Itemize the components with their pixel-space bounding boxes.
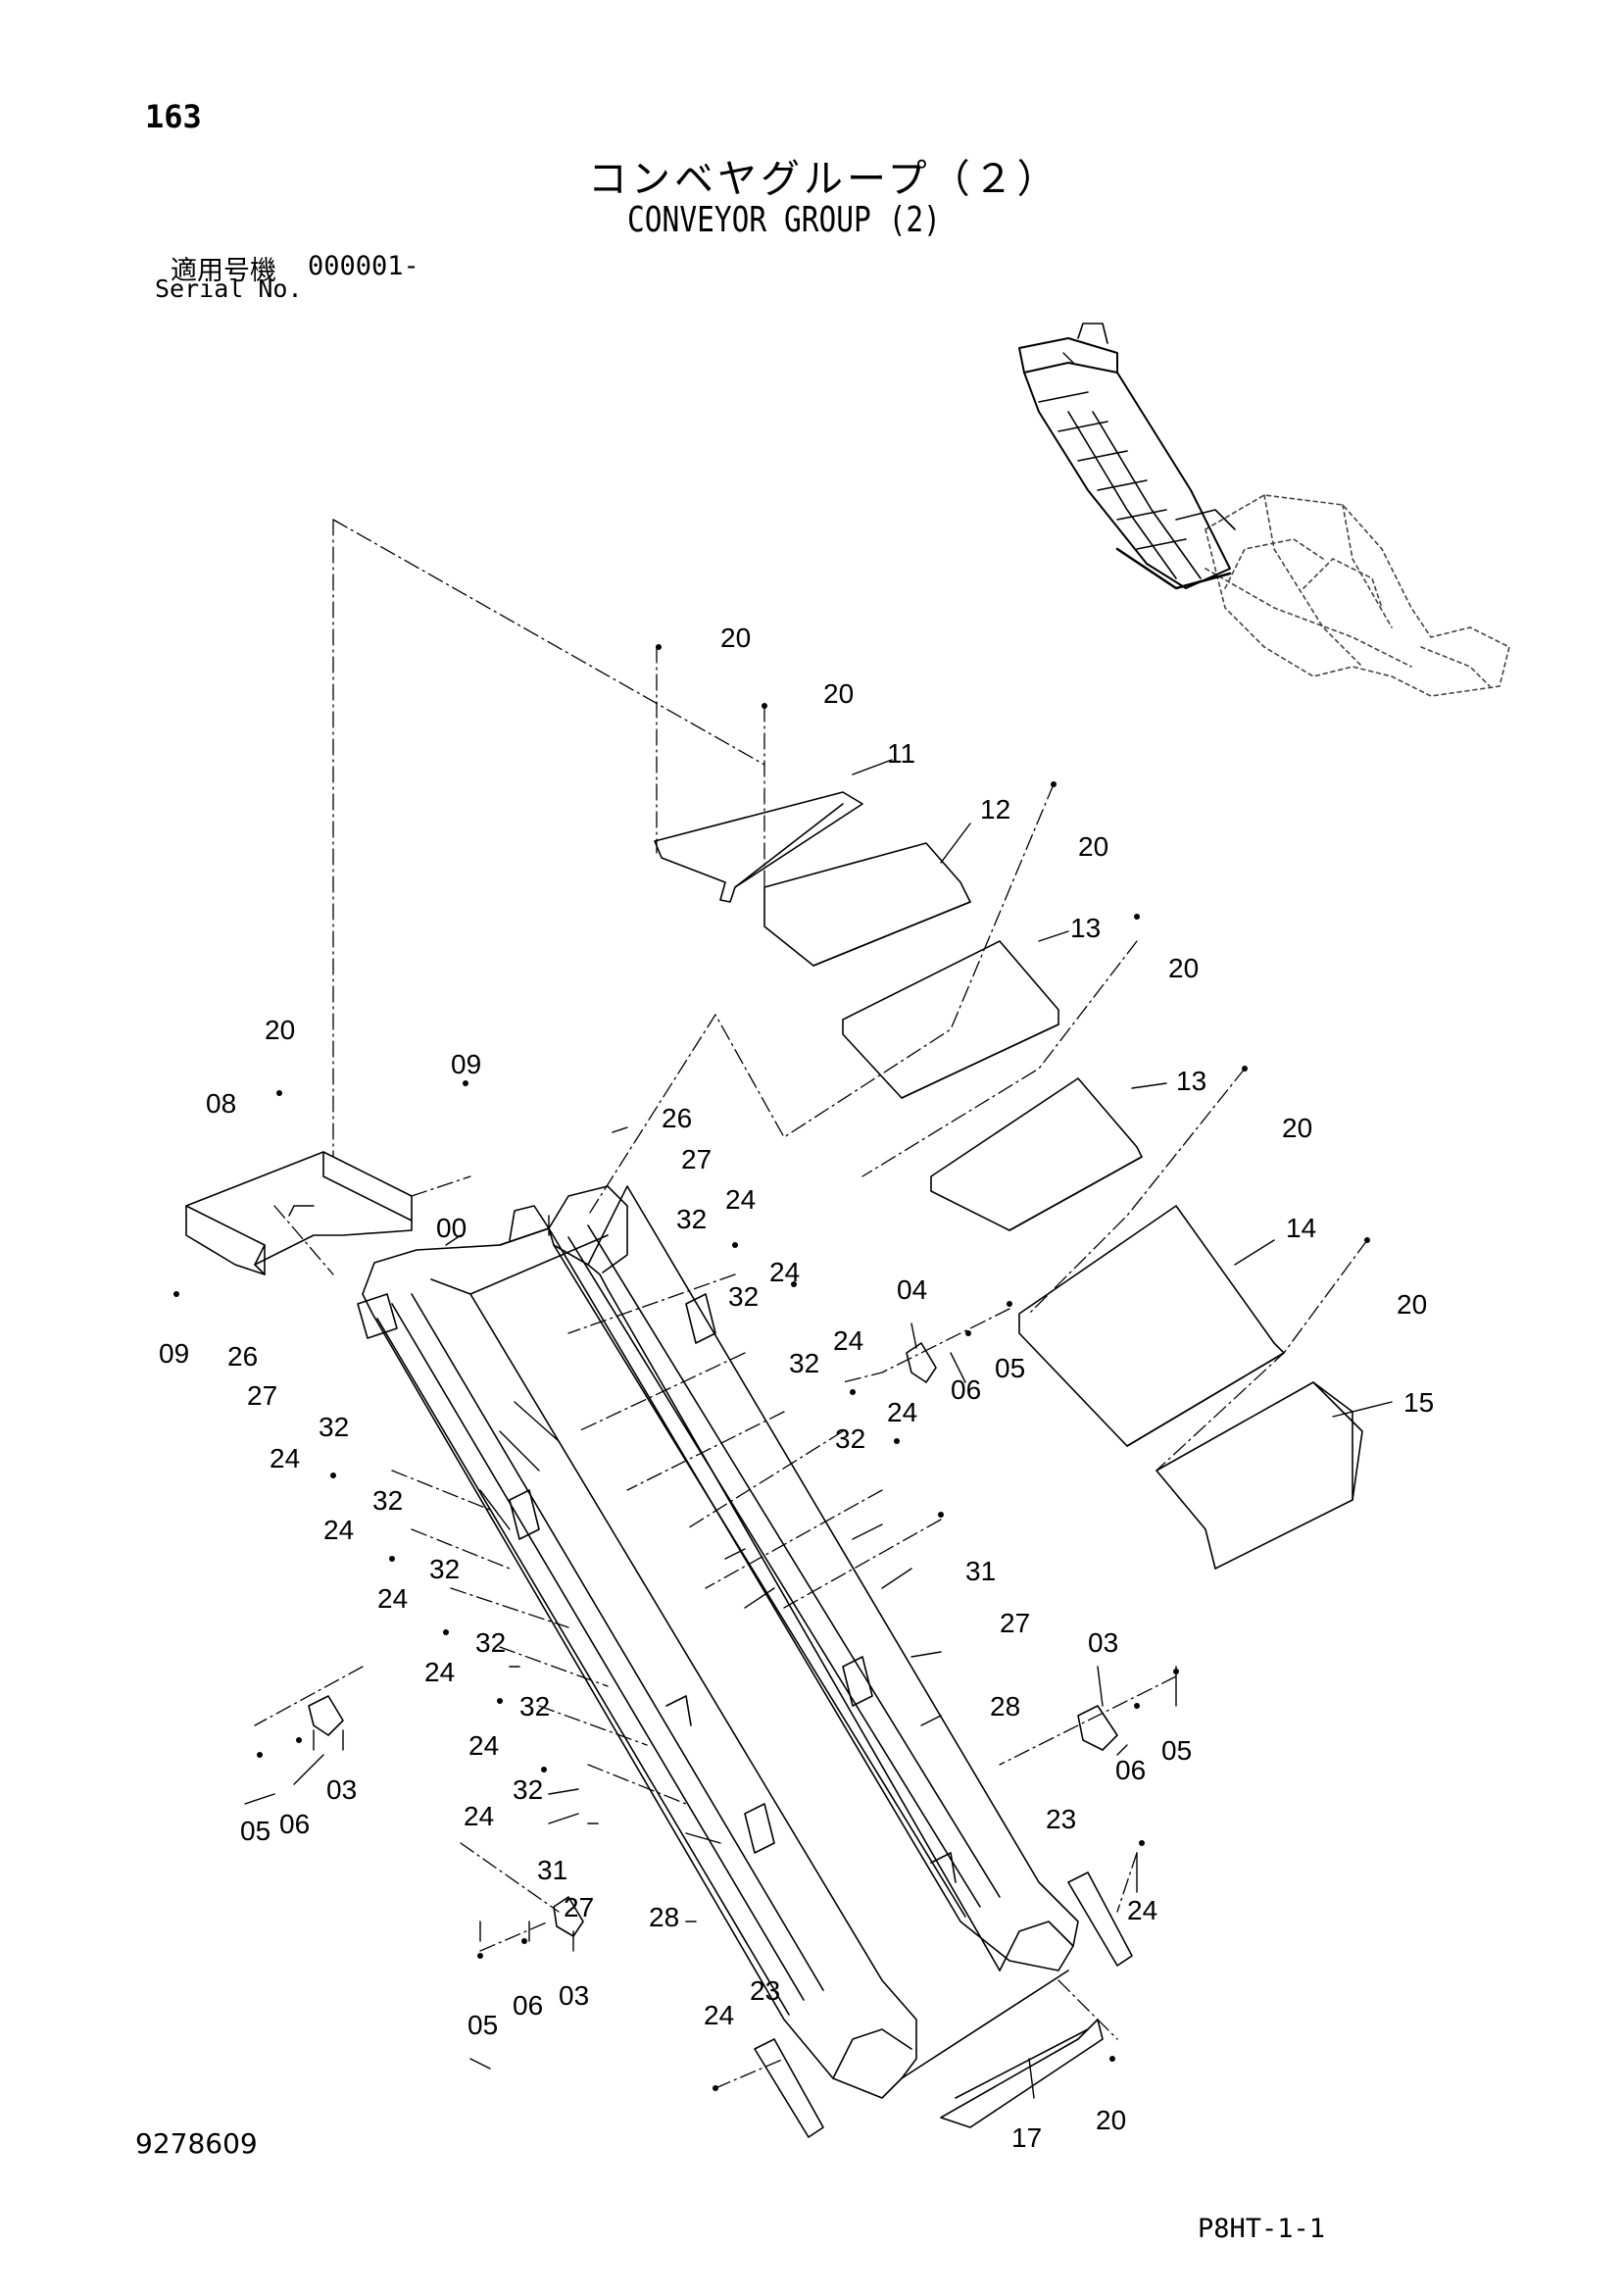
- bracket-03-right: [1077, 1705, 1118, 1751]
- machine-overview-inset: [1018, 323, 1510, 697]
- callout: 11: [887, 738, 915, 769]
- callout: 20: [1397, 1289, 1427, 1320]
- callout: 32: [372, 1485, 403, 1516]
- assembly-lines: [254, 519, 1368, 2089]
- callout: 32: [513, 1774, 543, 1805]
- bearing-03-lower: [553, 1896, 584, 1937]
- callout: 28: [649, 1902, 679, 1932]
- page-number: 163: [145, 98, 202, 135]
- leader-lines: [244, 352, 1393, 2099]
- callout: 00: [436, 1213, 467, 1243]
- callout: 15: [1403, 1387, 1434, 1418]
- callout: 24: [704, 2000, 734, 2030]
- callout: 24: [1127, 1895, 1157, 1925]
- callout: 20: [265, 1015, 295, 1045]
- callout: 23: [1046, 1804, 1076, 1834]
- callout: 32: [319, 1412, 349, 1442]
- callout: 13: [1176, 1066, 1206, 1096]
- callout: 05: [995, 1353, 1025, 1383]
- callout: 06: [513, 1990, 543, 2021]
- callout: 32: [728, 1281, 759, 1312]
- callout: 06: [279, 1809, 310, 1839]
- callout: 03: [559, 1980, 589, 2011]
- callout: 05: [1161, 1735, 1192, 1766]
- callout: 24: [464, 1801, 494, 1831]
- callout: 24: [769, 1257, 800, 1287]
- callout: 27: [681, 1144, 712, 1174]
- callout: 24: [887, 1397, 917, 1427]
- callout: 20: [1168, 953, 1199, 983]
- callout: 05: [467, 2010, 498, 2040]
- plate-23-right: [1067, 1872, 1133, 1967]
- callout: 06: [951, 1374, 981, 1405]
- callout: 20: [823, 678, 854, 709]
- callout: 09: [159, 1338, 189, 1369]
- callout: 32: [835, 1423, 865, 1454]
- part-callouts: 20 20 11 12 20 13 20 13 20 14 20 15 20 0…: [159, 623, 1434, 2153]
- callout: 32: [475, 1627, 506, 1658]
- callout: 14: [1286, 1213, 1316, 1243]
- serial-label-japanese: 適用号機: [171, 256, 276, 286]
- callout: 20: [1078, 831, 1108, 862]
- cover-13-upper: [842, 940, 1059, 1099]
- callout: 20: [1096, 2105, 1126, 2135]
- callout: 24: [468, 1730, 499, 1761]
- callout: 13: [1070, 913, 1101, 943]
- callout: 32: [519, 1691, 550, 1722]
- callout: 26: [227, 1341, 258, 1372]
- cover-11: [654, 791, 863, 903]
- page-title-japanese: コンベヤグループ（２）: [588, 157, 1060, 202]
- callout: 03: [1088, 1627, 1118, 1658]
- callout: 31: [537, 1855, 567, 1885]
- callout: 24: [270, 1443, 300, 1473]
- callout: 20: [1282, 1113, 1312, 1143]
- callout: 17: [1011, 2122, 1042, 2153]
- cover-12: [763, 842, 971, 967]
- cover-14: [1018, 1205, 1285, 1447]
- callout: 24: [323, 1515, 354, 1545]
- page-code: P8HT-1-1: [1198, 2214, 1326, 2244]
- conveyor-frame-00: [357, 1185, 1079, 2099]
- callout: 12: [980, 794, 1010, 824]
- document-number: 9278609: [135, 2127, 258, 2160]
- cover-13-lower: [930, 1077, 1143, 1231]
- page-title-english: CONVEYOR GROUP (2): [627, 200, 941, 240]
- callout: 28: [990, 1691, 1020, 1722]
- plate-23-left: [754, 2038, 824, 2138]
- serial-number-value: 000001-: [308, 251, 419, 281]
- callout: 09: [451, 1049, 481, 1079]
- callout: 20: [720, 623, 751, 653]
- callout: 24: [424, 1657, 455, 1687]
- callout: 04: [897, 1274, 927, 1305]
- callout: 08: [206, 1088, 236, 1119]
- bracket-03-left: [308, 1695, 344, 1736]
- callout: 27: [1000, 1608, 1030, 1638]
- callout: 24: [725, 1184, 756, 1215]
- callout: 31: [965, 1556, 996, 1586]
- callout: 27: [564, 1892, 594, 1922]
- serial-label-english: Serial No.: [155, 275, 303, 303]
- cover-08: [185, 1151, 413, 1275]
- callout: 32: [429, 1554, 460, 1584]
- fastener-dots: [173, 644, 1370, 2091]
- callout: 06: [1115, 1755, 1146, 1785]
- callout: 32: [676, 1204, 707, 1234]
- callout: 23: [750, 1975, 780, 2006]
- cover-17: [940, 2019, 1104, 2128]
- callout: 05: [240, 1816, 270, 1846]
- callout: 03: [326, 1774, 357, 1805]
- callout: 24: [377, 1583, 408, 1614]
- callout: 27: [247, 1380, 277, 1411]
- callout: 32: [789, 1348, 819, 1378]
- callout: 26: [662, 1103, 692, 1133]
- callout: 24: [833, 1325, 863, 1356]
- bracket-04: [906, 1342, 937, 1383]
